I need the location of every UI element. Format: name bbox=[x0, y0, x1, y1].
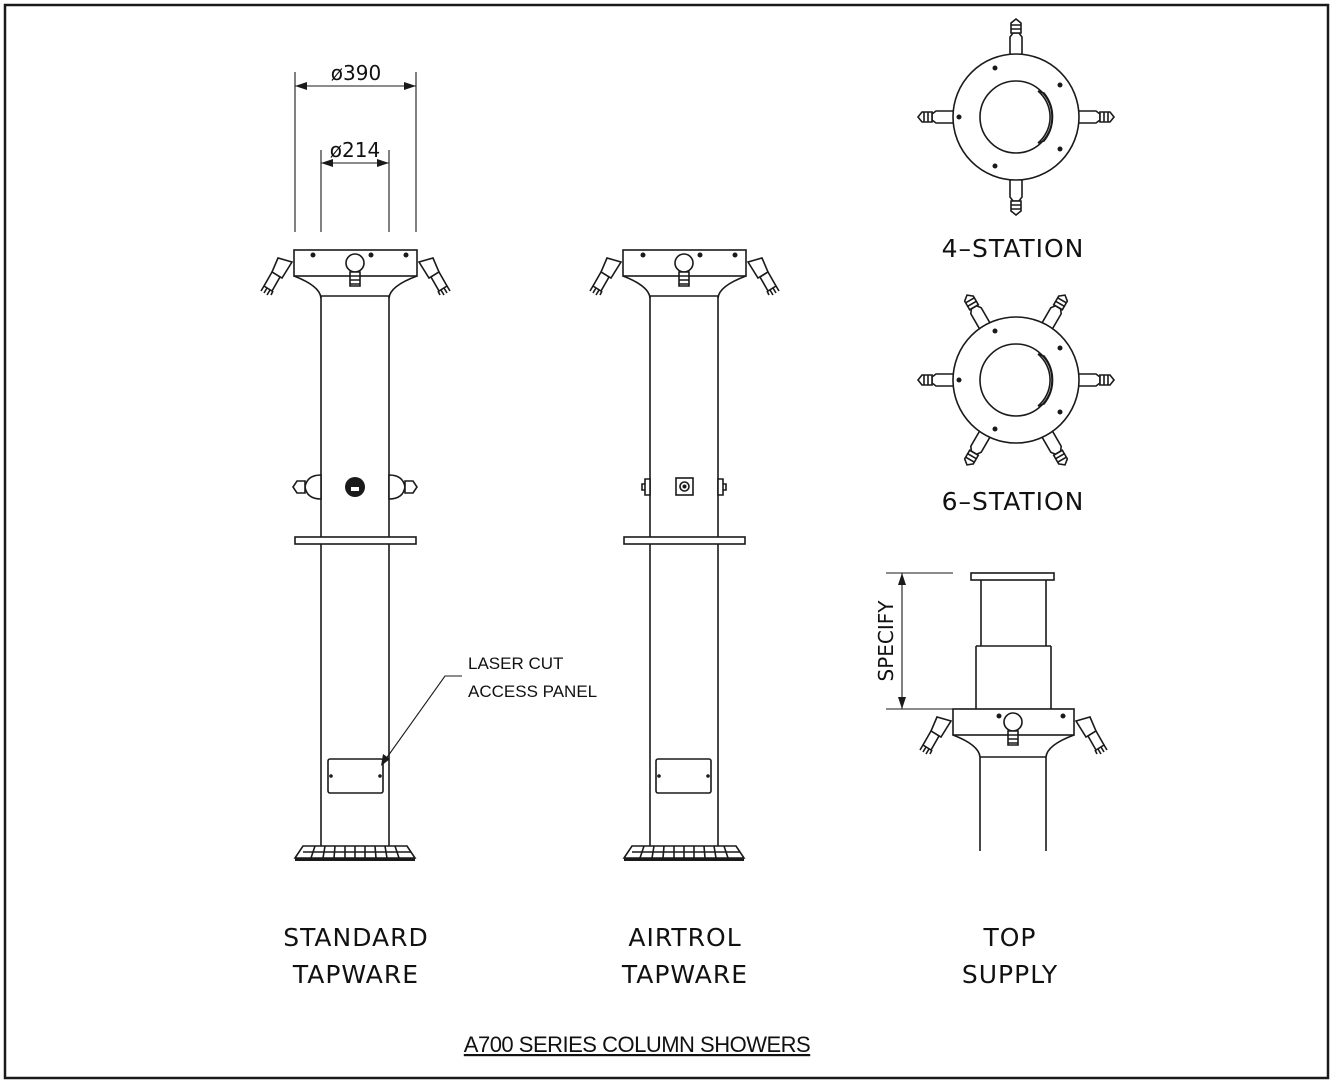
callout-line1: LASER CUT bbox=[468, 654, 563, 673]
standard-label-line1: STANDARD bbox=[283, 923, 429, 952]
six-station-top-view bbox=[917, 291, 1115, 469]
airtrol-tapware-column bbox=[589, 249, 780, 862]
access-panel-callout: LASER CUT ACCESS PANEL bbox=[381, 654, 597, 766]
top-supply-view bbox=[886, 572, 1108, 851]
top-supply-label-line1: TOP bbox=[982, 923, 1036, 952]
specify-dimension: SPECIFY bbox=[874, 600, 898, 682]
airtrol-label-line1: AIRTROL bbox=[628, 923, 741, 952]
drawing-border bbox=[3, 3, 1330, 1080]
inner-diameter-dimension: ø214 bbox=[330, 138, 380, 162]
airtrol-label-line2: TAPWARE bbox=[621, 960, 748, 989]
standard-tapware-column bbox=[260, 72, 451, 862]
callout-line2: ACCESS PANEL bbox=[468, 682, 597, 701]
outer-diameter-dimension: ø390 bbox=[331, 61, 381, 85]
four-station-label: 4–STATION bbox=[942, 234, 1085, 263]
four-station-top-view bbox=[917, 18, 1115, 216]
top-supply-label-line2: SUPPLY bbox=[962, 960, 1058, 989]
six-station-label: 6–STATION bbox=[942, 487, 1085, 516]
standard-label-line2: TAPWARE bbox=[292, 960, 419, 989]
drawing-title: A700 SERIES COLUMN SHOWERS bbox=[464, 1032, 810, 1057]
